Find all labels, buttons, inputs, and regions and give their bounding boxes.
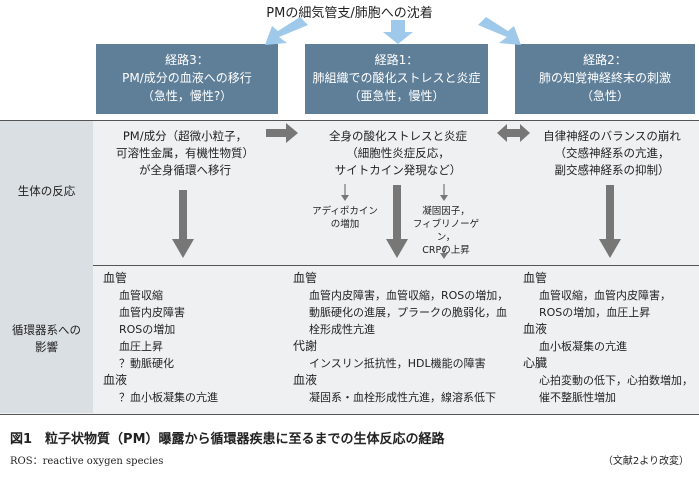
top-arrow-left (265, 17, 308, 45)
route-3-desc: PM/成分の血液への移行 (122, 71, 252, 85)
top-arrow-center (383, 20, 413, 44)
reaction-coag-line1: 凝固因子， (422, 206, 470, 217)
effect-category: 血液 (523, 322, 548, 336)
effect-item: 動脈硬化の進展，プラークの脆弱化，血 (309, 306, 507, 319)
route-box-2: 経路2： 肺の知覚神経終末の刺激 （急性） (515, 44, 695, 114)
effect-item: 栓形成性亢進 (309, 323, 375, 336)
effect-item: 催不整脈性増加 (539, 391, 616, 404)
reaction-oxidative-stress: 全身の酸化ストレスと炎症 （細胞性炎症反応， サイトカイン発現など） (300, 128, 496, 179)
row-label-cardio-line2: 影響 (35, 340, 58, 354)
figure-caption: 図1 粒子状物質（PM）曝露から循環器疾患に至るまでの生体反応の経路 (10, 432, 445, 447)
band-biological-reaction (0, 120, 699, 266)
small-arrow-coag-head (440, 195, 448, 201)
effect-category: 血液 (103, 373, 128, 387)
route-1-phase: （亜急性，慢性） (348, 89, 445, 103)
small-arrow-coag2-head (440, 253, 448, 259)
reaction-auto-line3: 副交感神経系の抑制） (554, 163, 670, 177)
route-box-1: 経路1： 肺組織での酸化ストレスと炎症 （亜急性，慢性） (305, 44, 488, 114)
small-arrow-adipo-head (341, 195, 349, 201)
arrow-auto-down (599, 185, 621, 258)
effect-category: 血管 (293, 271, 318, 285)
route-2-phase: （急性） (580, 89, 629, 103)
top-arrows (265, 17, 521, 45)
reaction-coagulation: 凝固因子， フィブリノーゲン， CRPの上昇 (404, 205, 488, 257)
flow-arrows (172, 123, 621, 258)
row-label-biological: 生体の反応 (17, 184, 76, 198)
top-arrow-right (478, 17, 521, 45)
effect-category: 血液 (293, 373, 318, 387)
reaction-adipokine: アディポカイン の増加 (300, 205, 390, 231)
effect-item: 心拍変動の低下，心拍数増加， (539, 374, 693, 387)
arrow-ox-down (386, 185, 408, 258)
arrow-ox-auto (497, 124, 530, 142)
band-cardiovascular-effect (0, 265, 699, 415)
route-2-desc: 肺の知覚神経終末の刺激 (538, 71, 671, 85)
reaction-pm-line3: が全身循環へ移行 (139, 163, 231, 177)
footnote-ros: ROS：reactive oxygen species (10, 456, 164, 467)
effect-category: 血管 (103, 271, 128, 285)
arrow-pm-to-ox (266, 123, 298, 143)
route-3-title: 経路3： (165, 53, 209, 67)
effects-route1: 血管血管内皮障害，血管収縮，ROSの増加， 動脈硬化の進展，プラークの脆弱化，血栓… (293, 270, 508, 406)
small-arrows (341, 184, 448, 259)
row-head-cardio (0, 266, 93, 413)
row-head-biological (0, 121, 93, 266)
effect-item: 血管内皮障害，血管収縮，ROSの増加， (309, 289, 509, 302)
reaction-adipo-line2: の増加 (330, 219, 360, 230)
effect-item: ROSの増加 (119, 323, 176, 336)
route-box-3: 経路3： PM/成分の血液への移行 （急性，慢性?） (96, 44, 278, 114)
effect-item: ？動脈硬化 (119, 357, 174, 370)
effect-item: 凝固系・血栓形成性亢進，線溶系低下 (309, 391, 496, 404)
route-1-desc: 肺組織での酸化ストレスと炎症 (312, 71, 481, 85)
effect-item: 血管収縮，血管内皮障害， (539, 289, 671, 302)
row-label-cardio-line1: 循環器系への (12, 323, 81, 337)
reaction-pm-line2: 可溶性金属，有機性物質） (116, 146, 254, 160)
effect-item: インスリン抵抗性，HDL機能の障害 (309, 357, 486, 370)
effect-category: 血管 (523, 271, 548, 285)
arrow-pm-down (172, 190, 194, 258)
effect-item: 血小板凝集の亢進 (539, 340, 627, 353)
reaction-auto-line1: 自律神経のバランスの崩れ (543, 129, 681, 143)
reaction-coag-line3: CRPの上昇 (422, 245, 470, 256)
effect-item: 血圧上昇 (119, 340, 163, 353)
effects-route2: 血管血管収縮，血管内皮障害， ROSの増加，血圧上昇血液血小板凝集の亢進心臓心拍変… (523, 270, 693, 406)
reaction-adipo-line1: アディポカイン (312, 206, 378, 217)
reaction-auto-line2: （交感神経系の亢進， (554, 146, 670, 160)
reaction-ox-line3: サイトカイン発現など） (334, 163, 462, 177)
reaction-ox-line2: （細胞性炎症反応， (346, 146, 450, 160)
reaction-pm-transfer: PM/成分（超微小粒子， 可溶性金属，有機性物質） が全身循環へ移行 (100, 128, 270, 179)
reaction-pm-line1: PM/成分（超微小粒子， (122, 129, 248, 143)
route-1-title: 経路1： (374, 53, 419, 67)
effects-route3: 血管血管収縮血管内皮障害 ROSの増加血圧上昇 ？動脈硬化血液 ？血小板凝集の亢進 (103, 270, 218, 406)
effect-item: ROSの増加，血圧上昇 (539, 306, 651, 319)
row-label-cardio: 循環器系への 影響 (0, 322, 93, 356)
header-deposition: PMの細気管支/肺胞への沈着 (266, 6, 433, 21)
reaction-autonomic: 自律神経のバランスの崩れ （交感神経系の亢進， 副交感神経系の抑制） (528, 128, 696, 179)
source-note: （文献2より改変） (602, 456, 689, 467)
effect-category: 代謝 (293, 339, 318, 353)
effect-item: 血管内皮障害 (119, 306, 185, 319)
reaction-coag-line2: フィブリノーゲン， (412, 219, 480, 243)
route-3-phase: （急性，慢性?） (141, 89, 233, 103)
effect-category: 心臓 (523, 356, 548, 370)
route-2-title: 経路2： (583, 53, 627, 67)
effect-item: 血管収縮 (119, 289, 163, 302)
effect-item: ？血小板凝集の亢進 (119, 391, 218, 404)
reaction-ox-line1: 全身の酸化ストレスと炎症 (329, 129, 467, 143)
